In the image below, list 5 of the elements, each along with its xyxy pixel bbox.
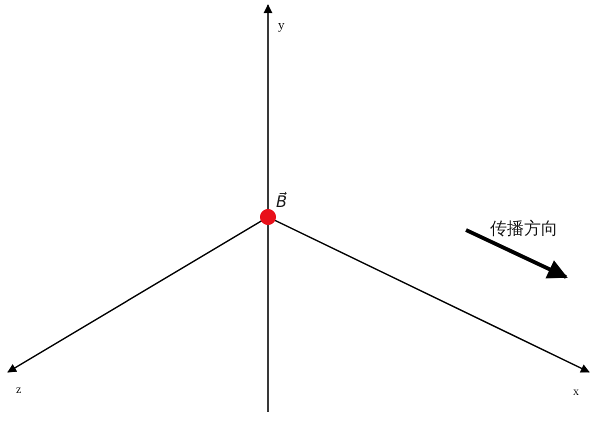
axis-label: z bbox=[16, 383, 22, 395]
direction-label: 传播方向 bbox=[490, 221, 558, 238]
axis-label: y bbox=[278, 18, 284, 31]
vector-label: B⃗ bbox=[276, 194, 287, 210]
axis-label: x bbox=[573, 385, 579, 397]
